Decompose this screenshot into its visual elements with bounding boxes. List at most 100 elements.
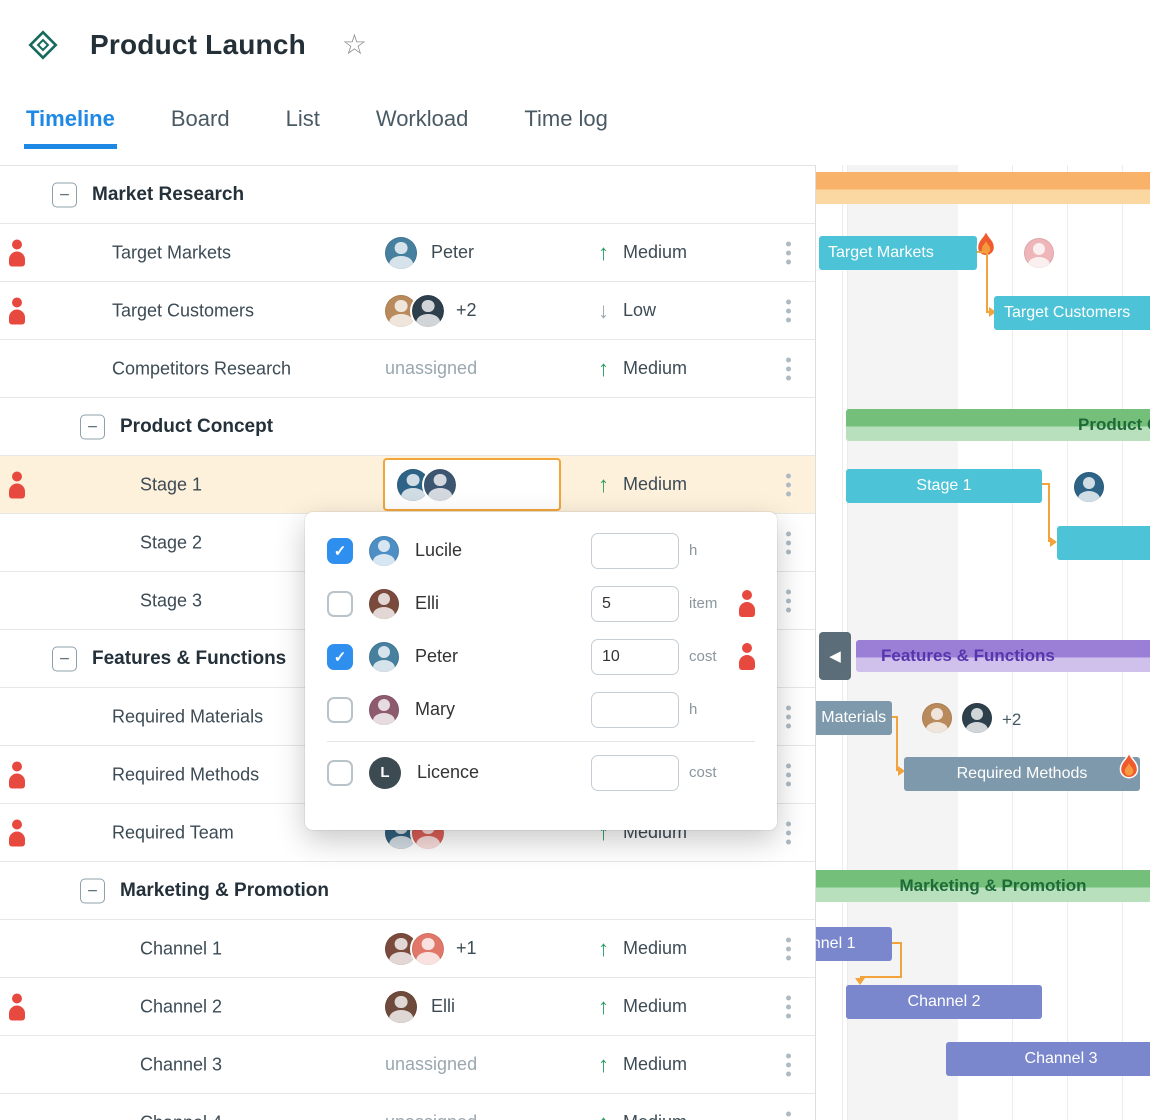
tab-workload[interactable]: Workload [375, 106, 469, 131]
gantt-group-bar-market-research[interactable] [816, 172, 1150, 204]
task-row-stage-1[interactable]: Stage 1 Medium [0, 456, 815, 514]
kebab-menu-icon[interactable] [786, 308, 791, 313]
task-row-target-customers[interactable]: Target Customers +2 Low [0, 282, 815, 340]
assignee-cell[interactable]: +1 [385, 920, 477, 977]
assignee-option-peter[interactable]: Peter cost [305, 630, 777, 683]
priority-cell[interactable]: Low [598, 282, 656, 339]
kebab-menu-icon[interactable] [786, 540, 791, 545]
collapse-toggle-icon[interactable] [52, 646, 77, 671]
gantt-bar-channel-3[interactable]: Channel 3 [946, 1042, 1150, 1076]
task-name: Target Markets [112, 242, 232, 262]
assignee-cell[interactable]: Peter [385, 224, 474, 281]
gantt-chart: Target Markets Target Customers Product … [815, 165, 1150, 1120]
kebab-menu-icon[interactable] [786, 1062, 791, 1067]
priority-cell[interactable]: Medium [598, 1036, 687, 1093]
priority-cell[interactable]: Medium [598, 224, 687, 281]
assignee-option-mary[interactable]: Mary h [305, 683, 777, 736]
kebab-menu-icon[interactable] [786, 830, 791, 835]
assignee-cell[interactable]: +2 [385, 282, 477, 339]
assignee-editor-active-cell[interactable] [383, 458, 561, 511]
priority-label: Low [623, 300, 657, 320]
kebab-menu-icon[interactable] [786, 1004, 791, 1009]
gantt-group-bar-product-concept[interactable]: Product Concept [846, 409, 1150, 441]
priority-cell[interactable]: Medium [598, 920, 687, 977]
kebab-menu-icon[interactable] [786, 714, 791, 719]
assignee-option-elli[interactable]: Elli item [305, 577, 777, 630]
gantt-bar-target-customers[interactable]: Target Customers [994, 296, 1150, 330]
assignee-option-lucile[interactable]: Lucile h [305, 524, 777, 577]
estimation-input[interactable] [591, 638, 679, 675]
gantt-bar-stage-2[interactable]: Stage 2 [1057, 526, 1150, 560]
kebab-menu-icon[interactable] [786, 946, 791, 951]
favorite-star-icon[interactable] [342, 31, 367, 59]
task-row-competitors-research[interactable]: Competitors Research unassigned Medium [0, 340, 815, 398]
estimation-input[interactable] [591, 754, 679, 791]
flag-slot [735, 643, 755, 670]
task-row-channel-1[interactable]: Channel 1 +1 Medium [0, 920, 815, 978]
estimation-input[interactable] [591, 532, 679, 569]
priority-cell[interactable]: Medium [598, 456, 687, 513]
resource-option-licence[interactable]: L Licence cost [305, 746, 777, 799]
estimation-input[interactable] [591, 585, 679, 622]
gantt-bar-channel-1[interactable]: Channel 1 [816, 927, 892, 961]
gantt-bar-channel-2[interactable]: Channel 2 [846, 985, 1042, 1019]
avatar [422, 466, 458, 503]
gantt-bar-target-markets[interactable]: Target Markets [819, 236, 977, 270]
group-name: Product Concept [120, 415, 274, 437]
tab-timeline[interactable]: Timeline [24, 90, 117, 149]
priority-up-icon [598, 1054, 609, 1076]
bar-label: Target Customers [1004, 304, 1131, 321]
resource-checkbox-icon[interactable] [327, 759, 353, 786]
kebab-menu-icon[interactable] [786, 772, 791, 777]
member-name: Mary [415, 699, 455, 719]
gantt-bar-required-methods[interactable]: Required Methods [904, 757, 1140, 791]
assignee-cell[interactable]: Elli [385, 978, 455, 1035]
assignee-checkbox-checked-icon[interactable] [327, 643, 353, 670]
assignee-cell[interactable]: unassigned [385, 340, 477, 397]
dependency-connector [892, 942, 902, 944]
tab-timelog[interactable]: Time log [524, 106, 608, 131]
gantt-group-bar-marketing-promotion[interactable]: Marketing & Promotion [816, 870, 1150, 902]
priority-cell[interactable]: Medium [598, 340, 687, 397]
kebab-menu-icon[interactable] [786, 366, 791, 371]
scroll-to-task-chevron-left-icon[interactable] [819, 632, 851, 680]
assignee-checkbox-icon[interactable] [327, 590, 353, 617]
kebab-menu-icon[interactable] [786, 598, 791, 603]
collapse-toggle-icon[interactable] [52, 182, 77, 207]
estimation-input[interactable] [591, 691, 679, 728]
unit-label: cost [689, 764, 717, 781]
assignee-overflow-count: +2 [456, 300, 477, 320]
kebab-menu-icon[interactable] [786, 482, 791, 487]
task-row-channel-2[interactable]: Channel 2 Elli Medium [0, 978, 815, 1036]
priority-cell[interactable]: Medium [598, 978, 687, 1035]
assignee-checkbox-icon[interactable] [327, 696, 353, 723]
group-row-marketing-promotion[interactable]: Marketing & Promotion [0, 862, 815, 920]
assignee-checkbox-checked-icon[interactable] [327, 537, 353, 564]
collapse-toggle-icon[interactable] [80, 414, 105, 439]
collapse-toggle-icon[interactable] [80, 878, 105, 903]
group-bar-label: Product Concept [1078, 415, 1150, 434]
priority-up-icon [598, 996, 609, 1018]
task-row-target-markets[interactable]: Target Markets Peter Medium [0, 224, 815, 282]
priority-up-icon [598, 938, 609, 960]
dependency-arrow-icon [1050, 537, 1057, 547]
assignee-cell[interactable]: unassigned [385, 1094, 477, 1120]
gantt-bar-required-materials[interactable]: Required Materials [816, 701, 892, 735]
assignee-flag-icon [9, 297, 25, 324]
gantt-bar-stage-1[interactable]: Stage 1 [846, 469, 1042, 503]
group-row-market-research[interactable]: Market Research [0, 166, 815, 224]
tab-list[interactable]: List [285, 106, 320, 131]
priority-cell[interactable]: Medium [598, 1094, 687, 1120]
tab-board[interactable]: Board [170, 106, 230, 131]
assignee-cell[interactable]: unassigned [385, 1036, 477, 1093]
app-logo-diamond-icon[interactable] [22, 24, 64, 66]
task-row-channel-4[interactable]: Channel 4 unassigned Medium [0, 1094, 815, 1120]
member-name: Elli [415, 593, 440, 613]
task-row-channel-3[interactable]: Channel 3 unassigned Medium [0, 1036, 815, 1094]
gantt-group-bar-features-functions[interactable]: Features & Functions [856, 640, 1150, 672]
kebab-menu-icon[interactable] [786, 250, 791, 255]
group-row-product-concept[interactable]: Product Concept [0, 398, 815, 456]
task-name: Required Materials [112, 706, 264, 726]
view-tabs: Timeline Board List Workload Time log [0, 90, 1150, 165]
priority-label: Medium [623, 474, 688, 494]
